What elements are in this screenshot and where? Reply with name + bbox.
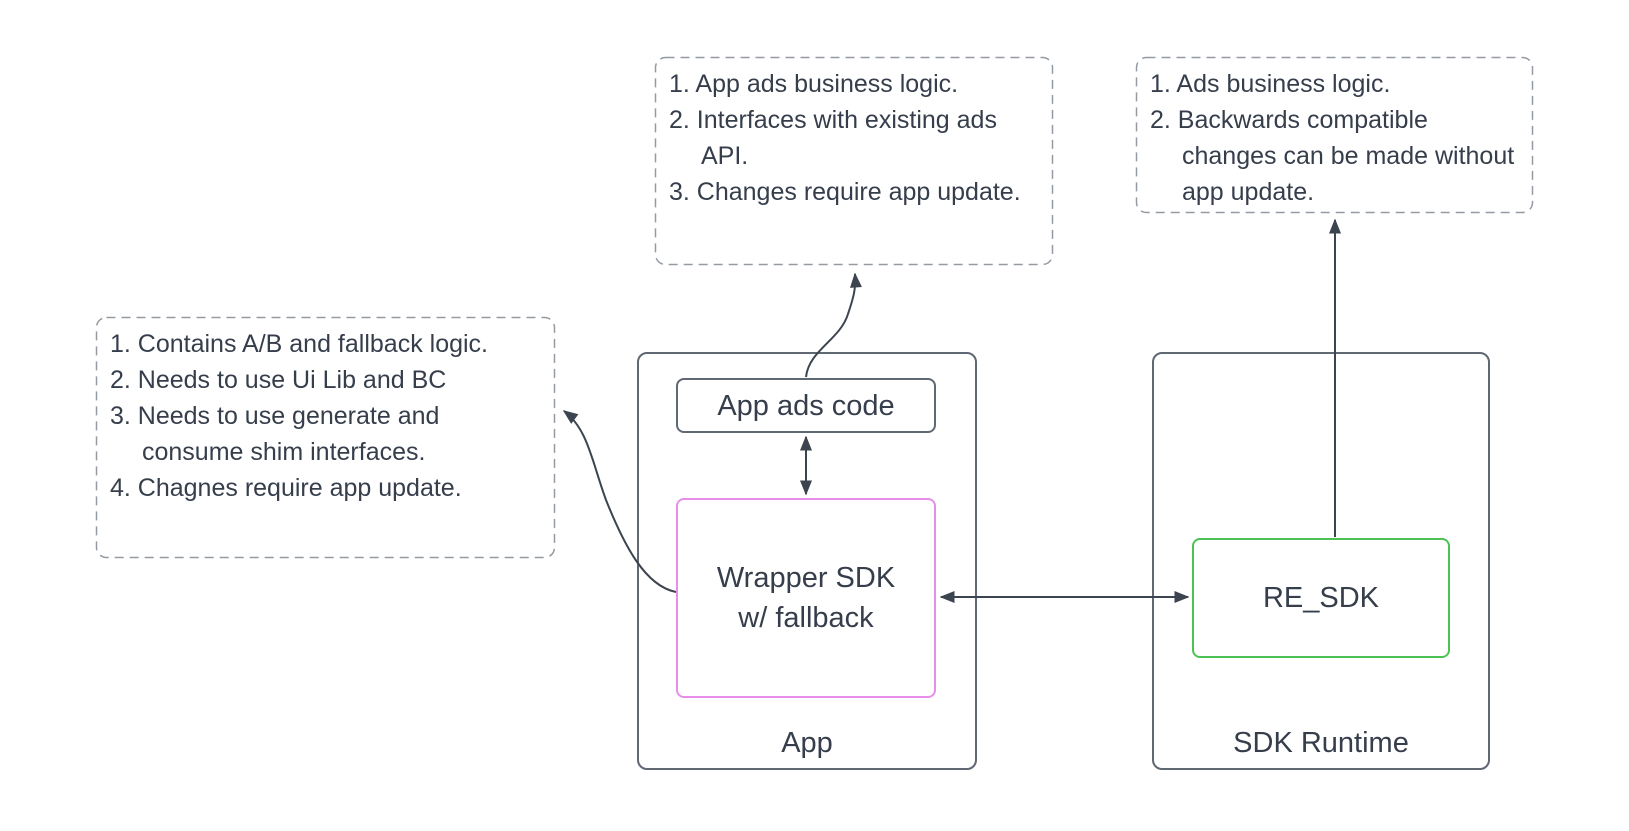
node-wrapper-sdk-label: Wrapper SDK w/ fallback: [716, 562, 896, 634]
note-item: 2. Backwards compatible changes can be m…: [1150, 106, 1515, 206]
note-item: 1. Ads business logic.: [1150, 70, 1391, 98]
note-app-ads-code: 1. App ads business logic. 2. Interfaces…: [655, 57, 1053, 265]
note-item: 1. Contains A/B and fallback logic.: [110, 330, 489, 358]
node-re-sdk: RE_SDK: [1192, 538, 1450, 658]
note-item: 2. Needs to use Ui Lib and BC: [110, 366, 447, 394]
note-wrapper-sdk: 1. Contains A/B and fallback logic. 2. N…: [96, 317, 555, 558]
container-sdk-runtime-label: SDK Runtime: [1233, 727, 1409, 759]
container-sdk-runtime: SDK Runtime: [1152, 352, 1490, 770]
note-item: 1. App ads business logic.: [669, 70, 959, 98]
note-item: 3. Needs to use generate and consume shi…: [110, 402, 440, 466]
node-re-sdk-label: RE_SDK: [1262, 582, 1380, 614]
note-item: 4. Chagnes require app update.: [110, 474, 462, 502]
note-item: 3. Changes require app update.: [669, 178, 1021, 206]
node-app-ads-code: App ads code: [676, 378, 936, 433]
node-app-ads-code-label: App ads code: [717, 389, 895, 422]
note-re-sdk: 1. Ads business logic. 2. Backwards comp…: [1136, 57, 1533, 213]
container-app-label: App: [781, 727, 833, 759]
note-item: 2. Interfaces with existing ads API.: [669, 106, 997, 170]
node-wrapper-sdk: Wrapper SDK w/ fallback: [676, 498, 936, 698]
